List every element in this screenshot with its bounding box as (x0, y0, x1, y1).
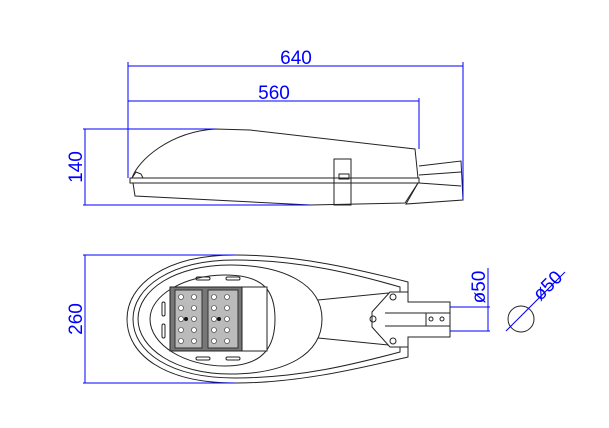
led-emitter (211, 338, 217, 344)
dimension-label-560: 560 (258, 83, 290, 104)
led-emitter (191, 305, 197, 311)
lamp-bowl (137, 264, 323, 375)
lens-area (149, 274, 276, 367)
led-emitter (178, 294, 184, 300)
side-housing-nose (131, 171, 144, 179)
vent-slot (195, 276, 211, 281)
dimension-140: 140 (66, 128, 310, 206)
side-housing-top (131, 128, 419, 179)
vent-slot (225, 276, 241, 281)
led-emitter (224, 316, 230, 322)
bolt-hole (439, 316, 445, 322)
pole-circle (507, 305, 535, 333)
led-board-screw (184, 317, 188, 321)
vent-slot (161, 301, 166, 317)
pole-section: ø50 (505, 267, 567, 333)
dimension-label-pole-diameter: ø50 (529, 267, 567, 305)
outer-housing (126, 254, 409, 384)
bracket-holes (369, 293, 445, 345)
bolt-hole (369, 315, 377, 323)
bolt-hole (428, 316, 434, 322)
dimension-640: 640 (127, 48, 464, 200)
led-emitter (224, 305, 230, 311)
side-view (129, 128, 464, 206)
vent-slot (161, 323, 166, 339)
side-housing-seam (129, 177, 420, 184)
led-emitter (178, 327, 184, 333)
led-emitter (191, 338, 197, 344)
dimension-260: 260 (66, 254, 235, 384)
bolt-hole (389, 337, 397, 345)
bottom-view (126, 254, 451, 384)
led-emitter (224, 294, 230, 300)
led-emitter (178, 316, 184, 322)
side-housing-bottom (132, 182, 419, 206)
arm-clamp (425, 312, 451, 327)
vent-slot (225, 356, 241, 361)
bolt-hole (389, 293, 397, 301)
led-emitter (211, 316, 217, 322)
led-emitter (211, 294, 217, 300)
led-emitters (178, 294, 230, 344)
led-emitter (224, 327, 230, 333)
led-emitter (178, 338, 184, 344)
led-board-screw (217, 317, 221, 321)
led-emitter (178, 305, 184, 311)
led-emitter (191, 327, 197, 333)
dimension-label-640: 640 (280, 48, 312, 69)
dimension-label-140: 140 (66, 151, 87, 183)
led-emitter (191, 316, 197, 322)
led-emitter (191, 294, 197, 300)
mounting-bracket (371, 291, 451, 348)
dimension-label-260: 260 (66, 303, 87, 335)
dimension-line (505, 271, 566, 332)
driver-cover (241, 286, 268, 352)
dimension-560: 560 (128, 83, 420, 149)
vent-slots (161, 276, 241, 361)
inner-housing-rim (132, 259, 401, 379)
led-emitter (224, 338, 230, 344)
side-arm-lines (418, 171, 462, 187)
dimension-label-arm-diameter: ø50 (469, 271, 490, 304)
vent-slot (195, 356, 211, 361)
side-mount-tab (333, 158, 352, 206)
led-emitter (211, 305, 217, 311)
led-emitter (211, 327, 217, 333)
dimension-arm-diameter: ø50 (450, 268, 490, 332)
side-mount-slot (338, 173, 350, 180)
